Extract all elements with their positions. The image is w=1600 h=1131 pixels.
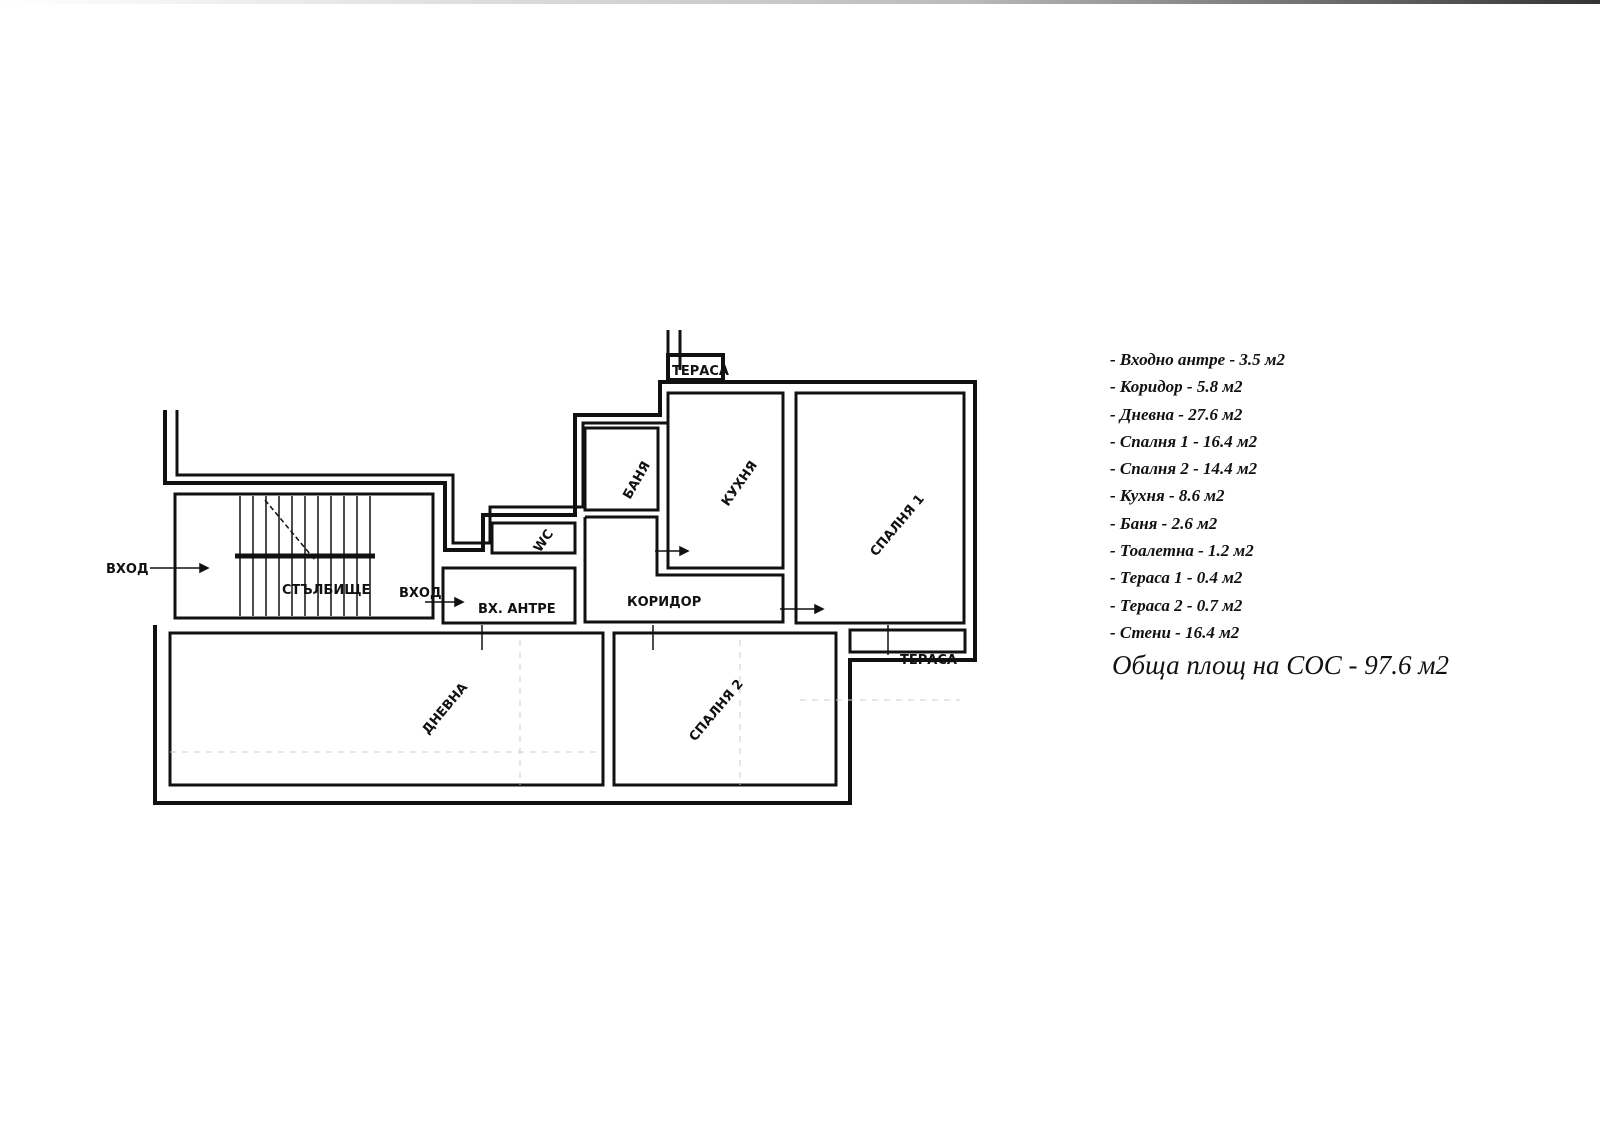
legend-item: - Спалня 2 - 14.4 м2 [1110, 459, 1258, 479]
living-room [168, 631, 605, 787]
label-bathroom: БАНЯ [620, 459, 653, 502]
terrace1 [666, 353, 725, 382]
bathroom-room [583, 426, 660, 512]
label-terrace1: ТЕРАСА [672, 364, 729, 379]
entry-hall-room [441, 566, 577, 625]
legend-item: - Тоалетна - 1.2 м2 [1110, 541, 1254, 561]
legend-item: - Тераса 1 - 0.4 м2 [1110, 568, 1243, 588]
label-wc: WC [531, 527, 557, 555]
label-bedroom1: СПАЛНЯ 1 [868, 492, 928, 560]
total-area: Обща площ на СОС - 97.6 м2 [1112, 650, 1449, 680]
label-kitchen: КУХНЯ [719, 458, 761, 509]
label-entrance-inner: ВХОД [399, 586, 442, 601]
legend-item: - Входно антре - 3.5 м2 [1110, 350, 1285, 369]
bedroom1-room [794, 391, 966, 625]
label-staircase: СТЪЛБИЩЕ [282, 583, 370, 598]
legend-item: - Коридор - 5.8 м2 [1110, 377, 1243, 397]
outer-wall [153, 380, 977, 805]
bedroom2-room [612, 631, 838, 787]
outer-wall-inner [175, 410, 667, 545]
label-corridor: КОРИДОР [627, 595, 701, 610]
terrace2 [848, 628, 967, 654]
label-entry-hall: ВХ. АНТРЕ [478, 602, 556, 617]
legend-item: - Дневна - 27.6 м2 [1110, 404, 1243, 424]
label-living: ДНЕВНА [420, 680, 471, 737]
scan-edge [0, 0, 1600, 4]
legend-item: - Кухня - 8.6 м2 [1110, 486, 1225, 506]
legend-item: - Тераса 2 - 0.7 м2 [1110, 595, 1243, 615]
wc-room [490, 521, 577, 555]
corridor-room [583, 515, 785, 624]
label-terrace2: ТЕРАСА [900, 653, 957, 668]
legend-item: - Стени - 16.4 м2 [1110, 622, 1240, 642]
staircase-room [173, 492, 435, 620]
legend-item: - Баня - 2.6 м2 [1110, 513, 1218, 533]
kitchen-room [666, 391, 785, 570]
label-bedroom2: СПАЛНЯ 2 [687, 677, 747, 745]
area-legend: - Входно антре - 3.5 м2 - Коридор - 5.8 … [1110, 346, 1285, 646]
label-entrance-outer: ВХОД [106, 562, 149, 577]
legend-item: - Спалня 1 - 16.4 м2 [1110, 431, 1258, 451]
